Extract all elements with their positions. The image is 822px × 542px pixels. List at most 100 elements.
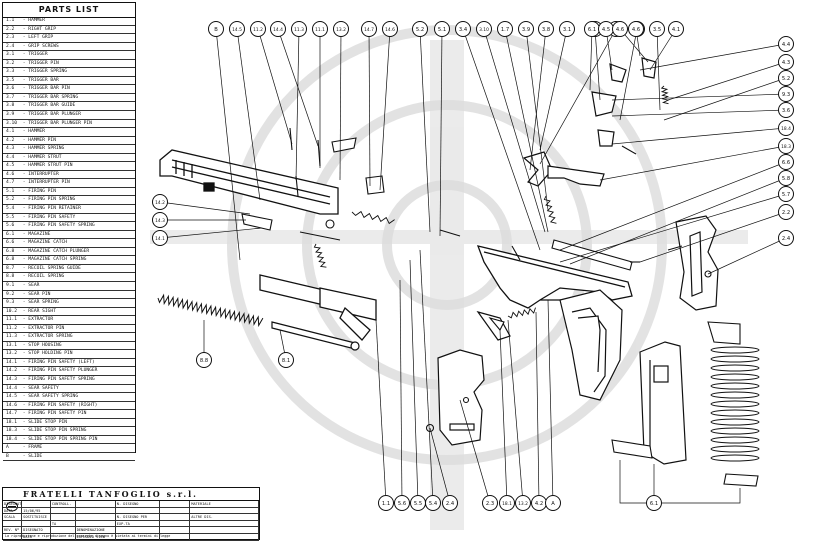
part-label: - GRIP SCREWS xyxy=(20,43,59,49)
part-label: - LEFT GRIP xyxy=(20,35,54,41)
leader-line xyxy=(368,28,371,187)
part-label: - MAGAZINE CATCH xyxy=(20,240,68,246)
title-block-cell: MATERIALE xyxy=(190,501,259,507)
small-spring xyxy=(660,85,670,105)
callout-bubble xyxy=(394,495,410,511)
part-code: 3.9 xyxy=(6,112,15,118)
pin xyxy=(299,231,341,241)
callout-bubble xyxy=(649,21,665,37)
leader-line xyxy=(547,299,554,504)
part-code: 14.7 xyxy=(6,411,18,417)
leader-line xyxy=(619,28,638,121)
title-block-cell: SOSTITUISCE xyxy=(22,514,51,520)
callout-bubble xyxy=(778,36,794,52)
callout-bubble xyxy=(152,230,168,246)
barrel-part xyxy=(259,274,377,341)
small-parts-cluster xyxy=(241,137,505,331)
parts-list-row: 14.6 - FIRING PIN SAFETY (RIGHT) xyxy=(3,402,135,411)
part-label: - FIRING PIN SAFETY PLUNGER xyxy=(20,368,98,374)
part-code: 3.10 xyxy=(6,120,18,126)
leader-line xyxy=(236,28,261,201)
callout-label: 14.3 xyxy=(155,218,165,224)
grip-screw xyxy=(462,396,470,404)
part-code: 18.4 xyxy=(6,436,18,442)
parts-list-row: 3.1 - TRIGGER xyxy=(3,51,135,60)
title-block-footnote: La riproduzione e riproduzione del prese… xyxy=(5,534,171,538)
callout-label: 14.2 xyxy=(155,200,165,206)
part-code: 9.1 xyxy=(6,282,15,288)
callout-bubble xyxy=(208,21,224,37)
callout-bubble xyxy=(538,21,554,37)
callout-bubble xyxy=(628,21,644,37)
part-label: - HAMMER STRUT xyxy=(20,154,62,160)
parts-list-row: 4.2 - HAMMER PIN xyxy=(3,137,135,146)
part-code: 14.4 xyxy=(6,385,18,391)
callout-label: 6.6 xyxy=(782,160,790,166)
title-block-cell: TA xyxy=(51,520,76,527)
part-code: 4.6 xyxy=(6,171,15,177)
parts-list-row: 5.6 - FIRING PIN SAFETY SPRING xyxy=(3,222,135,231)
parts-list-row: 3.5 - TRIGGER BAR xyxy=(3,77,135,86)
part-code: 6.8 xyxy=(6,257,15,263)
part-label: - HAMMER SPRING xyxy=(20,146,65,152)
part-label: - EXTRACTOR SPRING xyxy=(20,334,73,340)
callout-label: 4.2 xyxy=(535,501,543,507)
hammer-part xyxy=(591,57,657,147)
callout-label: 3.6 xyxy=(782,108,790,114)
parts-list-row: 2.3 - LEFT GRIP xyxy=(3,34,135,43)
callout-label: 11.1 xyxy=(315,27,325,33)
callout-label: 2.4 xyxy=(782,236,791,242)
title-block-cell xyxy=(190,527,259,533)
leader-line xyxy=(159,201,251,215)
leader-line xyxy=(525,28,549,211)
part-label: - SLIDE STOP PIN xyxy=(20,419,68,425)
callout-bubble xyxy=(778,154,794,170)
part-label: - RECOIL SPRING GUIDE xyxy=(20,265,81,271)
parts-list-row: 6.8 - MAGAZINE CATCH PLUNGER xyxy=(3,248,135,257)
parts-list-row: 4.7 - INTERRUPTER PIN xyxy=(3,179,135,188)
title-block-cell xyxy=(160,514,191,520)
callout-bubble xyxy=(270,21,286,37)
part-code: 2.4 xyxy=(6,43,15,49)
callout-label: 3.9 xyxy=(522,27,530,33)
parts-list-row: 2.2 - RIGHT GRIP xyxy=(3,26,135,35)
callout-bubble xyxy=(425,495,441,511)
leader-line xyxy=(507,319,524,504)
callout-label: 5.5 xyxy=(414,501,422,507)
leader-line xyxy=(611,109,787,117)
part-code: 6.6 xyxy=(6,240,15,246)
part-label: - TRIGGER BAR PIN xyxy=(20,86,70,92)
parts-list-row: 14.1 - FIRING PIN SAFETY (LEFT) xyxy=(3,359,135,368)
leader-line xyxy=(619,460,646,504)
part-code: 5.1 xyxy=(6,188,15,194)
magazine-spring-coil xyxy=(710,382,760,390)
title-block-cell xyxy=(76,514,116,520)
part-code: 5.4 xyxy=(6,206,15,212)
parts-list-row: 14.4 - SEAR SAFETY xyxy=(3,385,135,394)
leader-line xyxy=(707,237,787,275)
callout-label: 13.2 xyxy=(336,27,346,33)
parts-list-row: 1.1 - HAMMER xyxy=(3,17,135,26)
callout-label: 6.1 xyxy=(650,501,658,507)
part-label: - RECOIL SPRING xyxy=(20,274,65,280)
magazine-spring-coil xyxy=(710,418,760,426)
parts-list-row: 6.8 - MAGAZINE CATCH SPRING xyxy=(3,256,135,265)
part-label: - MAGAZINE CATCH PLUNGER xyxy=(20,248,90,254)
parts-list-row: 18.3 - SLIDE STOP PIN SPRING xyxy=(3,427,135,436)
callout-label: 2.2 xyxy=(782,210,790,216)
part-label: - FIRING PIN xyxy=(20,188,56,194)
callout-label: 5.8 xyxy=(782,176,790,182)
part-code: 14.5 xyxy=(6,394,18,400)
parts-list-row: 14.3 - FIRING PIN SAFETY SPRING xyxy=(3,376,135,385)
pin xyxy=(667,245,683,251)
grip-screw xyxy=(425,423,435,433)
leader-line xyxy=(639,211,787,263)
parts-list-row: 4.5 - HAMMER STRUT PIN xyxy=(3,162,135,171)
leader-line xyxy=(639,43,787,71)
callout-label: 5.7 xyxy=(782,192,790,198)
frame-grip-part xyxy=(559,289,623,401)
part-code: 4.3 xyxy=(6,146,15,152)
